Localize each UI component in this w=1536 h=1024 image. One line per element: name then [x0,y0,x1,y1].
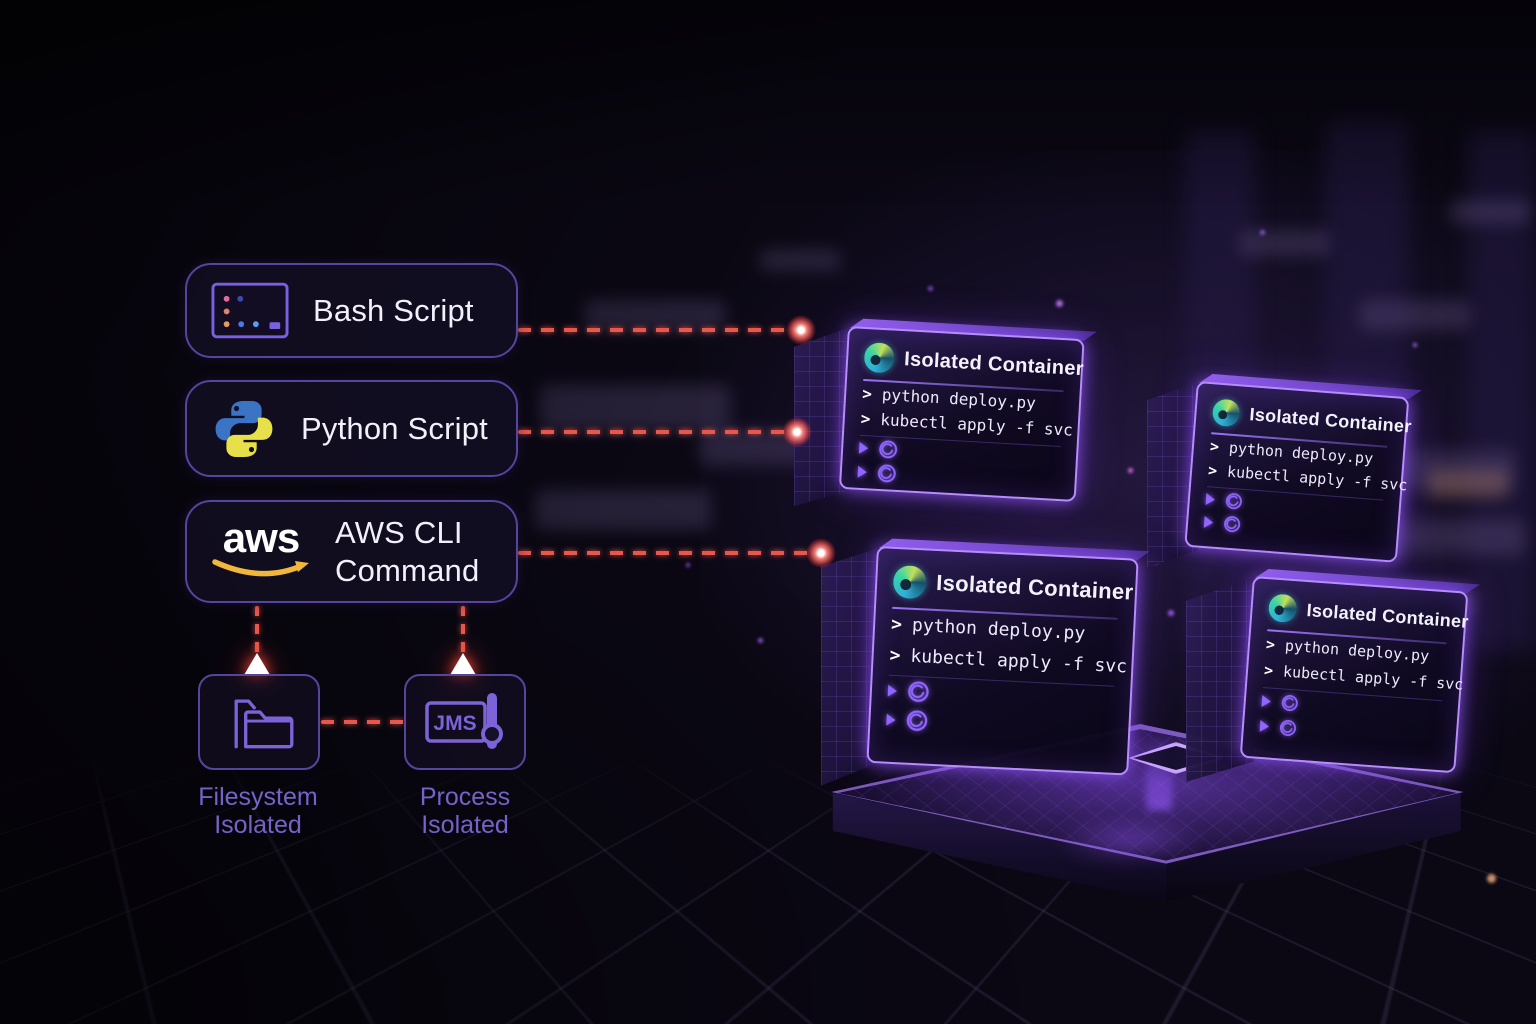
python-icon [215,400,273,457]
connection-aws-to-process [461,606,465,654]
status-row [1203,510,1381,547]
container-logo-icon [1211,397,1241,427]
command-text: python deploy.py [911,614,1086,645]
source-label: Bash Script [313,292,474,328]
container-logo-icon [892,564,928,599]
container-logo-icon [1267,593,1298,624]
terminal-icon [211,282,289,339]
container-front-face: Isolated Container > python deploy.py > … [838,326,1085,502]
gauge-icon [906,710,928,731]
arrow-up-icon [244,653,270,675]
prompt-symbol: > [1265,635,1276,654]
source-label: AWS CLI Command [335,514,480,588]
status-row [857,460,1059,495]
filesystem-isolated-label: Filesystem Isolated [198,783,318,839]
connection-endpoint-glow [786,315,816,345]
prompt-symbol: > [861,383,873,404]
source-card-python: Python Script [185,380,518,477]
play-icon [857,465,868,479]
connection-python-to-container [518,430,796,434]
process-isolated-box: JMS [404,674,526,770]
container-front-face: Isolated Container > python deploy.py > … [866,546,1139,776]
source-label: Python Script [301,410,488,446]
container-title: Isolated Container [935,569,1134,605]
container-front-face: Isolated Container > python deploy.py > … [1239,576,1470,774]
filesystem-isolated-box [198,674,320,770]
process-pin-icon: JMS [425,693,503,749]
status-row [1259,713,1440,751]
gauge-icon [1279,719,1297,736]
status-row [887,676,1114,716]
connection-bash-to-container [518,328,800,332]
connection-aws-to-container [518,551,820,555]
prompt-symbol: > [890,613,903,636]
platform-under-glow [1055,818,1205,862]
prompt-symbol: > [860,408,872,429]
prompt-symbol: > [1263,661,1274,680]
gauge-icon [1224,515,1241,532]
source-card-aws: aws AWS CLI Command [185,500,518,603]
gauge-icon [908,681,929,702]
container-title: Isolated Container [903,347,1085,380]
arrow-up-icon [450,653,476,675]
play-icon [1259,719,1270,733]
jms-badge-text: JMS [433,712,476,735]
play-icon [887,684,898,697]
container-title: Isolated Container [1248,403,1413,437]
status-row [1261,688,1442,726]
source-card-bash: Bash Script [185,263,518,358]
container-title: Isolated Container [1305,599,1470,632]
connection-endpoint-glow [782,417,812,447]
prompt-symbol: > [889,644,902,667]
aws-smile-icon [212,558,309,576]
process-isolated-label: Process Isolated [419,783,511,839]
container-front-face: Isolated Container > python deploy.py > … [1184,381,1412,563]
play-icon [886,713,896,726]
aws-wordmark: aws [222,513,300,561]
prompt-symbol: > [1209,437,1220,456]
connection-filesystem-to-process [321,720,405,724]
play-icon [1261,694,1272,708]
connection-endpoint-glow [806,538,836,568]
aws-icon: aws [211,513,311,581]
gauge-icon [1281,694,1298,711]
play-icon [858,441,869,455]
status-row [886,705,1113,745]
status-row [858,436,1061,471]
play-icon [1203,515,1214,529]
gauge-icon [879,440,898,459]
folder-icon [234,699,294,749]
status-row [1205,487,1383,524]
prompt-symbol: > [1207,461,1218,480]
gauge-icon [1225,492,1242,509]
gauge-icon [877,464,896,483]
play-icon [1205,492,1216,506]
container-logo-icon [863,341,896,374]
connection-aws-to-filesystem [255,606,259,654]
command-text: kubectl apply -f svc [909,645,1128,678]
